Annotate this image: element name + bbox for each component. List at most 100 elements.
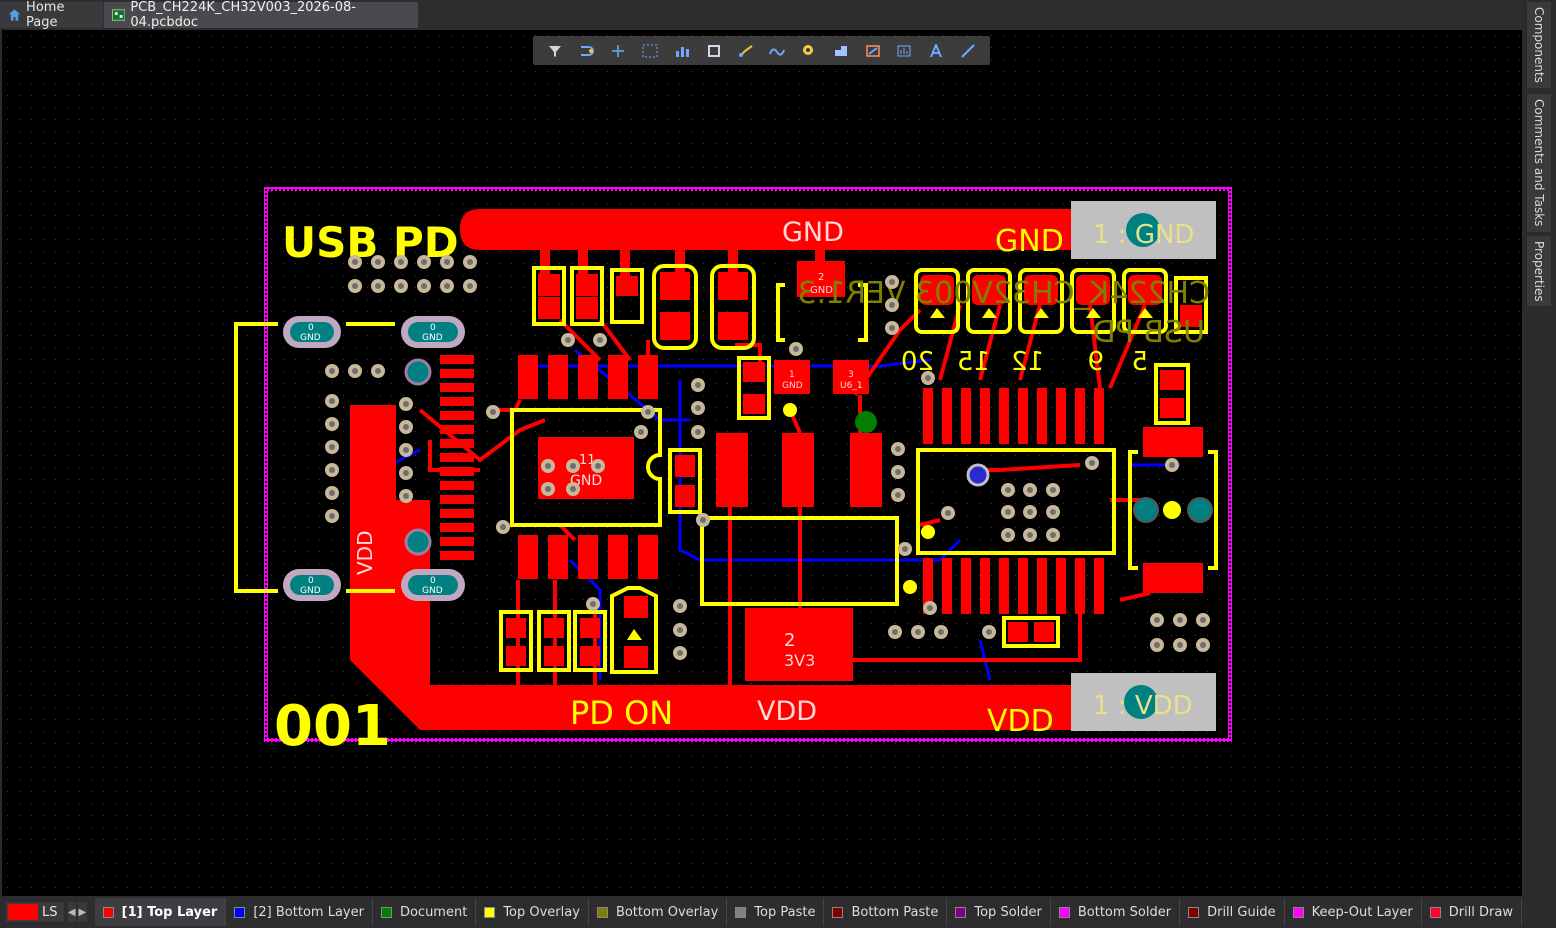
layer-tab-label: Top Solder xyxy=(974,904,1042,920)
via-hole xyxy=(895,492,901,498)
usb-shell-num-1: 0 xyxy=(308,323,314,333)
layer-color-swatch xyxy=(380,906,392,918)
layer-color-swatch xyxy=(1058,906,1070,918)
usb-shell-net-4: GND xyxy=(422,586,443,596)
via-hole xyxy=(925,375,931,381)
layer-next-button[interactable]: ▶ xyxy=(78,902,87,922)
via-hole xyxy=(403,401,409,407)
layer-tab-top-overlay[interactable]: Top Overlay xyxy=(476,898,589,926)
layer-tab-top-solder[interactable]: Top Solder xyxy=(947,898,1051,926)
layer-color-swatch xyxy=(484,906,496,918)
via-hole xyxy=(677,603,683,609)
via-hole xyxy=(329,398,335,404)
dimension-icon[interactable] xyxy=(893,40,915,62)
via-hole xyxy=(892,629,898,635)
text-icon[interactable] xyxy=(925,40,947,62)
via-hole xyxy=(595,463,601,469)
layer-prev-button[interactable]: ◀ xyxy=(67,902,77,922)
via-hole xyxy=(1027,509,1033,515)
pcb-doc-icon xyxy=(112,9,126,21)
silk-001: 001 xyxy=(274,694,391,759)
component-icon[interactable] xyxy=(703,40,725,62)
via-hole xyxy=(1154,617,1160,623)
document-tab-bar: Home Page PCB_CH224K_CH32V003_2026-08-04… xyxy=(0,0,1522,30)
route-icon[interactable] xyxy=(576,40,598,62)
layer-tab-bottom-solder[interactable]: Bottom Solder xyxy=(1051,898,1181,926)
via-hole xyxy=(403,424,409,430)
via-hole xyxy=(403,447,409,453)
chart-icon[interactable] xyxy=(671,40,693,62)
pcb-board-drawing[interactable]: USB PD 001 PD ON GND VDD GND VDD VDD 2 3… xyxy=(2,30,1522,896)
via-hole xyxy=(793,346,799,352)
via-hole xyxy=(1177,642,1183,648)
via-hole xyxy=(889,325,895,331)
via-hole xyxy=(421,259,427,265)
layer-tab-document[interactable]: Document xyxy=(373,898,477,926)
fill-icon[interactable] xyxy=(830,40,852,62)
layer-color-swatch xyxy=(102,906,114,918)
via-hole xyxy=(329,421,335,427)
home-icon xyxy=(8,9,21,21)
via-hole xyxy=(677,627,683,633)
via-hole xyxy=(352,259,358,265)
via-hole xyxy=(895,469,901,475)
layer-tab-bottom-paste[interactable]: Bottom Paste xyxy=(824,898,948,926)
via-hole xyxy=(329,490,335,496)
via-hole xyxy=(1050,487,1056,493)
tab-pcb-document[interactable]: PCB_CH224K_CH32V003_2026-08-04.pcbdoc xyxy=(104,0,418,30)
net-label-3v3: 3V3 xyxy=(784,651,815,670)
via-hole xyxy=(403,493,409,499)
polygon-icon[interactable] xyxy=(862,40,884,62)
via-hole xyxy=(902,546,908,552)
via-hole xyxy=(927,605,933,611)
layer-tab-label: Document xyxy=(399,904,468,920)
layer-tab-2-bottom-layer[interactable]: [2] Bottom Layer xyxy=(226,898,373,926)
wire-icon[interactable] xyxy=(735,40,757,62)
layer-set-button[interactable]: LS xyxy=(6,902,64,922)
u6-pin1-number: 1 xyxy=(789,370,795,380)
via-hole xyxy=(467,259,473,265)
via-hole xyxy=(352,283,358,289)
via-hole xyxy=(375,368,381,374)
panel-tab-properties[interactable]: Properties xyxy=(1527,236,1551,306)
via-hole xyxy=(329,467,335,473)
filter-icon[interactable] xyxy=(544,40,566,62)
panel-tab-components[interactable]: Components xyxy=(1527,2,1551,88)
via-hole xyxy=(398,283,404,289)
select-rect-icon[interactable] xyxy=(639,40,661,62)
layer-tab-keep-out-layer[interactable]: Keep-Out Layer xyxy=(1285,898,1422,926)
usb-shell-num-2: 0 xyxy=(430,323,436,333)
arc-icon[interactable] xyxy=(766,40,788,62)
layer-tab-drill-draw[interactable]: Drill Draw xyxy=(1422,898,1522,926)
via-hole xyxy=(895,446,901,452)
via-hole xyxy=(695,405,701,411)
via-hole xyxy=(938,629,944,635)
pcb-canvas[interactable]: USB PD 001 PD ON GND VDD GND VDD VDD 2 3… xyxy=(2,30,1522,896)
u6-pin2-number: 2 xyxy=(818,272,824,283)
line-icon[interactable] xyxy=(957,40,979,62)
layer-tab-label: [1] Top Layer xyxy=(121,904,218,920)
layer-tab-bottom-overlay[interactable]: Bottom Overlay xyxy=(589,898,728,926)
tab-home-label: Home Page xyxy=(26,0,65,30)
silk-vdd: VDD xyxy=(987,704,1054,739)
layer-color-swatch xyxy=(955,906,967,918)
pin-label-5: 5 xyxy=(1131,347,1148,377)
pad-icon[interactable] xyxy=(798,40,820,62)
layer-tab-label: Bottom Solder xyxy=(1077,904,1172,920)
layer-tab-label: Drill Draw xyxy=(1448,904,1513,920)
via-hole xyxy=(695,429,701,435)
bottom-overlay-version: CH224K_CH32V003 VER1.3 xyxy=(798,276,1210,311)
via-hole xyxy=(1200,642,1206,648)
via-hole xyxy=(1027,532,1033,538)
cross-icon[interactable] xyxy=(607,40,629,62)
panel-tab-comments[interactable]: Comments and Tasks xyxy=(1527,94,1551,232)
layer-tab-label: Drill Guide xyxy=(1207,904,1276,920)
layer-tab-drill-guide[interactable]: Drill Guide xyxy=(1180,898,1285,926)
layer-tab-top-paste[interactable]: Top Paste xyxy=(727,898,825,926)
tab-home-page[interactable]: Home Page xyxy=(0,0,103,30)
usb-shell-num-3: 0 xyxy=(308,576,314,586)
u6-pin2-net: GND xyxy=(810,285,833,296)
layer-tab-1-top-layer[interactable]: [1] Top Layer xyxy=(94,898,227,926)
via-hole xyxy=(329,368,335,374)
usb-shell-num-4: 0 xyxy=(430,576,436,586)
